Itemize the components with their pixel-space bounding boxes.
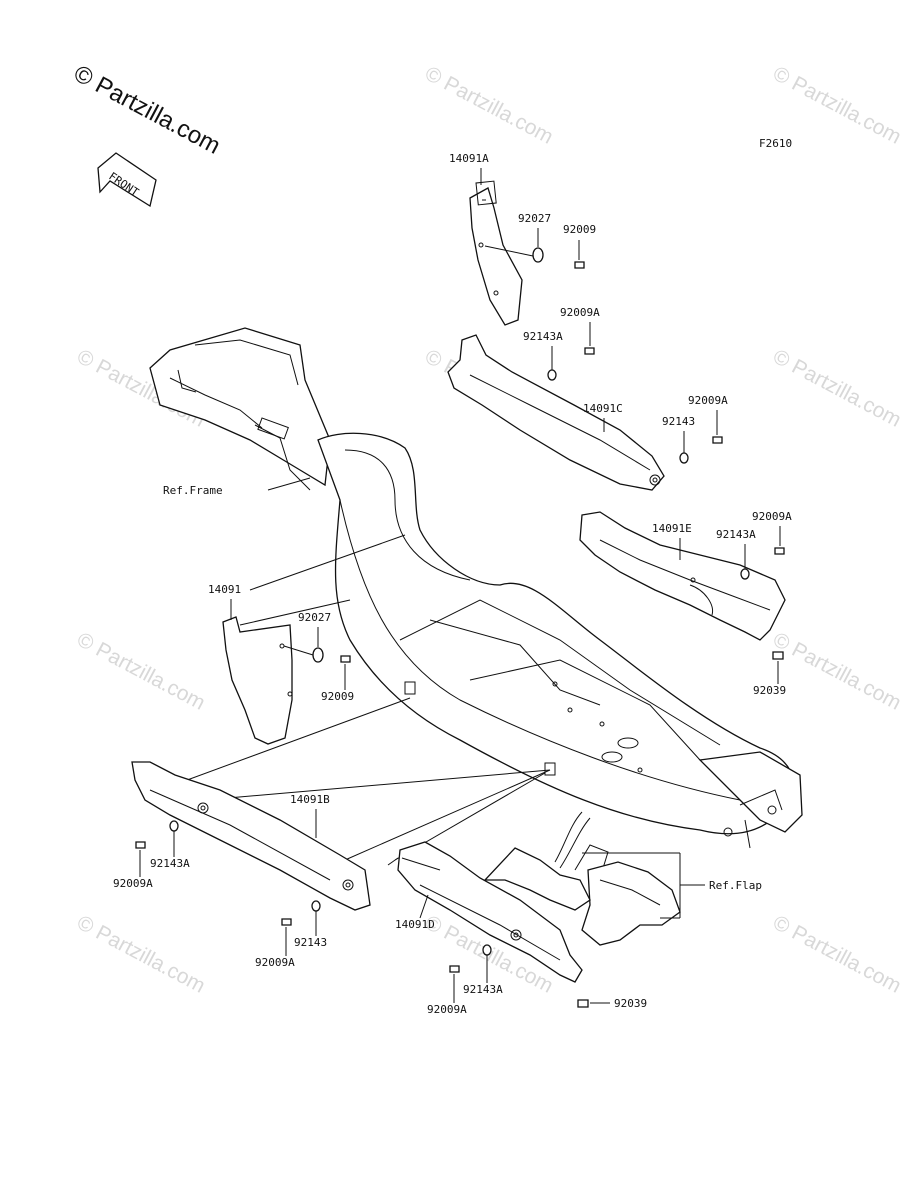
part-14091d-cover[interactable] [387, 841, 583, 983]
grommet-92143a-3[interactable] [169, 820, 179, 832]
label-92009a-5: 92009A [255, 956, 295, 969]
part-14091c-cover[interactable] [447, 334, 665, 491]
screw-92039-1[interactable] [772, 651, 784, 660]
label-92027-top: 92027 [518, 212, 551, 225]
label-92039-2: 92039 [614, 997, 647, 1010]
bolt-92009-mid[interactable] [340, 655, 351, 663]
label-14091e: 14091E [652, 522, 692, 535]
screw-92039-2[interactable] [577, 999, 589, 1008]
bolt-92009a-4[interactable] [135, 841, 146, 849]
label-14091c: 14091C [583, 402, 623, 415]
label-14091a: 14091A [449, 152, 489, 165]
label-92143a-3: 92143A [150, 857, 190, 870]
label-92143a-1: 92143A [523, 330, 563, 343]
label-92143-2: 92143 [294, 936, 327, 949]
washer-92027-top[interactable] [532, 247, 544, 263]
label-14091: 14091 [208, 583, 241, 596]
label-92009a-2: 92009A [688, 394, 728, 407]
part-14091b-cover[interactable] [131, 761, 371, 911]
bolt-92009a-3[interactable] [774, 547, 785, 555]
label-14091d: 14091D [395, 918, 435, 931]
ref-flap-label: Ref.Flap [709, 879, 762, 892]
bolt-92009a-2[interactable] [712, 436, 723, 444]
grommet-92143-2[interactable] [311, 900, 321, 912]
label-92009a-6: 92009A [427, 1003, 467, 1016]
flap-reference [483, 811, 681, 946]
bolt-92009a-1[interactable] [584, 347, 595, 355]
diagram-code: F2610 [759, 137, 792, 150]
label-92143-1: 92143 [662, 415, 695, 428]
bolt-92009a-6[interactable] [449, 965, 460, 973]
label-92009-mid: 92009 [321, 690, 354, 703]
grommet-92143a-2[interactable] [740, 568, 750, 580]
washer-92027-mid[interactable] [312, 647, 324, 663]
bolt-92009a-5[interactable] [281, 918, 292, 926]
label-92143a-2: 92143A [716, 528, 756, 541]
grommet-92143a-1[interactable] [547, 369, 557, 381]
grommet-92143-1[interactable] [679, 452, 689, 464]
label-92143a-4: 92143A [463, 983, 503, 996]
grommet-92143a-4[interactable] [482, 944, 492, 956]
bolt-92009-top[interactable] [574, 261, 585, 269]
part-14091-cover[interactable] [222, 616, 293, 745]
part-14091e-cover[interactable] [579, 511, 786, 641]
label-92027-mid: 92027 [298, 611, 331, 624]
label-92009a-3: 92009A [752, 510, 792, 523]
front-direction-arrow: FRONT [97, 152, 157, 208]
label-92009a-1: 92009A [560, 306, 600, 319]
part-14091a-cover[interactable] [469, 180, 523, 326]
label-92039-1: 92039 [753, 684, 786, 697]
ref-frame-label: Ref.Frame [163, 484, 223, 497]
label-14091b: 14091B [290, 793, 330, 806]
label-92009-top: 92009 [563, 223, 596, 236]
vehicle-frame [149, 327, 803, 879]
label-92009a-4: 92009A [113, 877, 153, 890]
